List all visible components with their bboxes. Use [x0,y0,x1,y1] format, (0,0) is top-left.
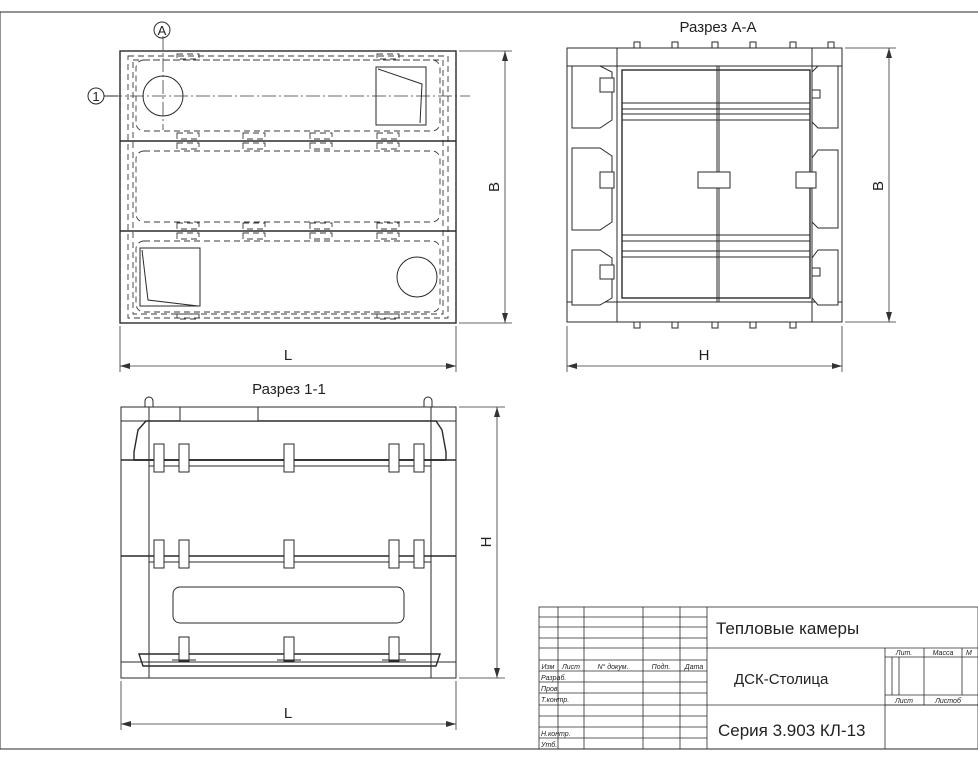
section-aa-dim-b-label: B [870,181,887,191]
tb-sheet-list: Лист [894,698,913,705]
tb-header-izm: Изм [542,664,555,671]
plan-dim-l-label: L [284,347,292,364]
section-11-title: Разрез 1-1 [252,381,326,398]
plan-dim-b-label: B [486,182,503,192]
section-11-dimension-h: H [459,406,505,679]
position-marker-1 [87,87,105,105]
tb-document-title: Тепловые камеры [716,619,859,638]
tb-row-tkontr: Т.контр. [541,697,569,704]
tb-row-prov: Пров. [541,686,560,693]
section-aa-dimension-b: B [845,47,896,323]
section-11-dimension-l: L [120,681,457,730]
section-aa-title: Разрез А-А [680,19,757,36]
tb-row-nkontr: Н.контр. [541,731,571,738]
tb-series: Серия 3.903 КЛ-13 [718,721,866,740]
tb-header-sign: Подп. [652,663,671,671]
tb-stage-lit: Лит. [895,650,912,657]
axis-marker-a-label: A [158,23,167,38]
section-aa-view: Разрез А-А [566,19,896,372]
tb-header-list: Лист [561,664,580,671]
tb-row-razrab: Разраб. [541,674,566,682]
section-aa-dim-h-label: H [699,347,710,364]
title-block: Изм Лист N° докум. Подп. Дата Разраб. Пр… [538,606,978,750]
tb-row-utb: Утб. [540,741,557,749]
tb-sheet-listov: Листоб [934,697,962,705]
tb-organization: ДСК-Столица [734,671,829,688]
plan-dimension-b: B [459,50,512,324]
section-aa-dimension-h: H [566,326,843,372]
axis-marker-a [153,21,171,39]
plan-dimension-l: L [119,326,457,372]
plan-view: A 1 L B [87,21,512,372]
tb-header-doc: N° докум. [597,663,628,671]
tb-stage-massa: Масса [933,650,954,657]
tb-header-date: Дата [684,664,704,671]
tb-stage-m: М [966,650,972,657]
section-11-dim-l-label: L [284,705,292,722]
section-11-dim-h-label: H [478,537,495,548]
position-marker-1-label: 1 [92,89,99,104]
section-11-view: Разрез 1-1 [120,381,505,730]
